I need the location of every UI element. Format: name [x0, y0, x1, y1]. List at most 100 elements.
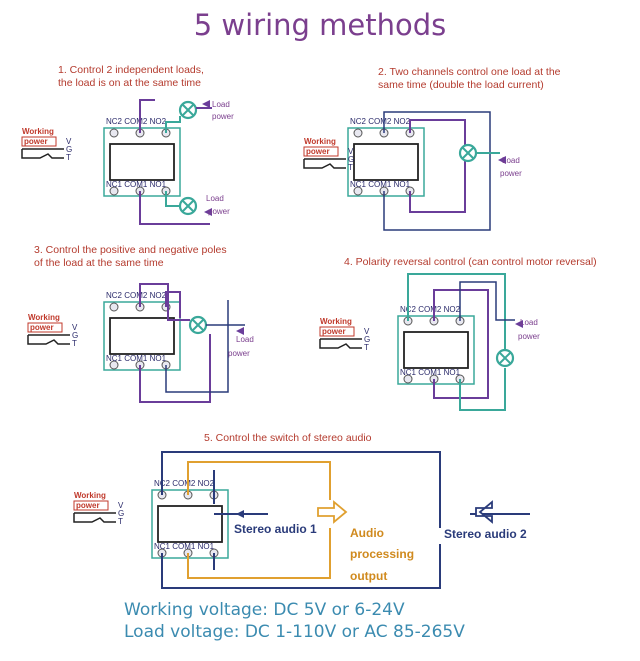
- m1-wire-t-switch: [21, 149, 64, 159]
- m3-board: [103, 301, 181, 371]
- m2-load-power: power: [500, 169, 522, 178]
- m5-working-label: Working: [74, 491, 106, 500]
- m2-wire-t-switch: [303, 159, 346, 169]
- m4-pin-t: T: [364, 343, 369, 352]
- m4-board: [397, 315, 475, 385]
- m1-power-box: [21, 136, 57, 147]
- working-voltage-note: Working voltage: DC 5V or 6-24V: [124, 600, 405, 620]
- m1-relay-block: [109, 143, 175, 181]
- m4-pin-v: V: [364, 327, 370, 336]
- m2-bottom-terminal-0: [353, 186, 363, 196]
- m4-relay-block: [403, 331, 469, 369]
- m4-power-label: power: [322, 327, 346, 336]
- m4-load-arrow: [515, 320, 523, 328]
- method-4-caption: 4. Polarity reversal control (can contro…: [344, 256, 597, 269]
- m3-pin-v: V: [72, 323, 78, 332]
- method-1-caption: 1. Control 2 independent loads, the load…: [58, 64, 204, 90]
- m1-pin-v: V: [66, 137, 72, 146]
- m1-no1-wire: [165, 191, 180, 207]
- m2-lamp-cross-b: [462, 147, 474, 159]
- m2-pin-t: T: [348, 163, 353, 172]
- page-title: 5 wiring methods: [193, 8, 447, 42]
- m4-top-pin-labels: NC2 COM2 NO2: [400, 305, 461, 314]
- method-2-caption-line-2: same time (double the load current): [378, 79, 544, 91]
- m1-pin-g: G: [66, 145, 72, 154]
- m1-load-bottom-arrow: [204, 208, 212, 216]
- m5-processing-label: processing: [350, 547, 414, 561]
- m2-power-box: [303, 146, 339, 157]
- m1-bottom-pin-labels: NC1 COM1 NO1: [106, 180, 167, 189]
- m1-top-pin-labels: NC2 COM2 NO2: [106, 117, 167, 126]
- m3-top-pin-labels: NC2 COM2 NO2: [106, 291, 167, 300]
- m1-lamp-bottom-cross-b: [182, 200, 194, 212]
- m3-pin-t: T: [72, 339, 77, 348]
- m1-com1-wire: [139, 191, 210, 225]
- m5-com2-wire: [187, 461, 331, 500]
- m4-power-box: [319, 326, 355, 337]
- m1-load-bottom-label: Load: [206, 194, 224, 203]
- m3-com2-wire: [139, 283, 190, 321]
- m5-audio1-arrow: [236, 510, 244, 518]
- method-5-caption: 5. Control the switch of stereo audio: [204, 432, 372, 445]
- m5-audio2-arrow: [475, 500, 493, 524]
- m3-pin-g: G: [72, 331, 78, 340]
- m5-board: [151, 489, 229, 559]
- m3-wire-t-switch: [27, 335, 70, 345]
- m1-load-bottom-power: power: [208, 207, 230, 216]
- m4-no1-wire: [459, 368, 506, 411]
- m5-pin-g: G: [118, 509, 124, 518]
- m1-top-terminal-0: [109, 128, 119, 138]
- m1-board: [103, 127, 181, 197]
- m2-top-pin-labels: NC2 COM2 NO2: [350, 117, 411, 126]
- m1-load-top-label: Load: [212, 100, 230, 109]
- m3-load-label: Load: [236, 335, 254, 344]
- m2-bottom-pin-labels: NC1 COM1 NO1: [350, 180, 411, 189]
- m4-lamp-cross-b: [499, 352, 511, 364]
- m1-no2-wire: [165, 116, 181, 133]
- method-3-caption-line-2: of the load at the same time: [34, 257, 164, 269]
- m4-pin-g: G: [364, 335, 370, 344]
- m4-nc2-wire: [407, 273, 506, 350]
- m5-audio-arrow: [317, 500, 348, 524]
- m1-com2-wire: [139, 99, 155, 133]
- m5-top-pin-labels: NC2 COM2 NO2: [154, 479, 215, 488]
- m3-relay-block: [109, 317, 175, 355]
- m1-lamp-top-cross-b: [182, 104, 194, 116]
- m4-wire-t-switch: [319, 339, 362, 349]
- m4-bottom-pin-labels: NC1 COM1 NO1: [400, 368, 461, 377]
- load-voltage-note: Load voltage: DC 1-110V or AC 85-265V: [124, 622, 465, 642]
- method-4-caption-line-1: 4. Polarity reversal control (can contro…: [344, 256, 597, 268]
- m1-bottom-terminal-0: [109, 186, 119, 196]
- m5-power-box: [73, 500, 109, 511]
- m3-load-arrow: [236, 327, 244, 335]
- m2-working-label: Working: [304, 137, 336, 146]
- m3-power-label: power: [30, 323, 54, 332]
- m5-nc2-wire: [161, 451, 441, 528]
- m4-no2-wire: [459, 281, 515, 321]
- m4-working-label: Working: [320, 317, 352, 326]
- m5-bottom-pin-labels: NC1 COM1 NO1: [154, 542, 215, 551]
- m2-no1-wire: [409, 160, 466, 213]
- m2-com-wire: [383, 111, 491, 231]
- m5-wire-t-switch: [73, 513, 116, 523]
- m3-lamp-cross-b: [192, 319, 204, 331]
- m5-relay-block: [157, 505, 223, 543]
- method-1-caption-line-2: the load is on at the same time: [58, 77, 201, 89]
- m2-pin-g: G: [348, 155, 354, 164]
- m5-audio-label: Audio: [350, 526, 384, 540]
- m2-top-terminal-0: [353, 128, 363, 138]
- m5-com1-wire: [187, 528, 331, 579]
- m1-power-label: power: [24, 137, 48, 146]
- m5-power-label: power: [76, 501, 100, 510]
- m5-stereo-audio-1-label: Stereo audio 1: [234, 522, 317, 536]
- m3-bottom-pin-labels: NC1 COM1 NO1: [106, 354, 167, 363]
- m3-no1-wire: [165, 300, 229, 393]
- m3-load-power: power: [228, 349, 250, 358]
- method-2-caption-line-1: 2. Two channels control one load at the: [378, 66, 561, 78]
- m3-bottom-terminal-0: [109, 360, 119, 370]
- m3-com1-wire: [139, 334, 211, 403]
- m2-no2-wire: [409, 119, 466, 146]
- m4-com-wire: [433, 289, 489, 399]
- m4-load-label: Load: [520, 318, 538, 327]
